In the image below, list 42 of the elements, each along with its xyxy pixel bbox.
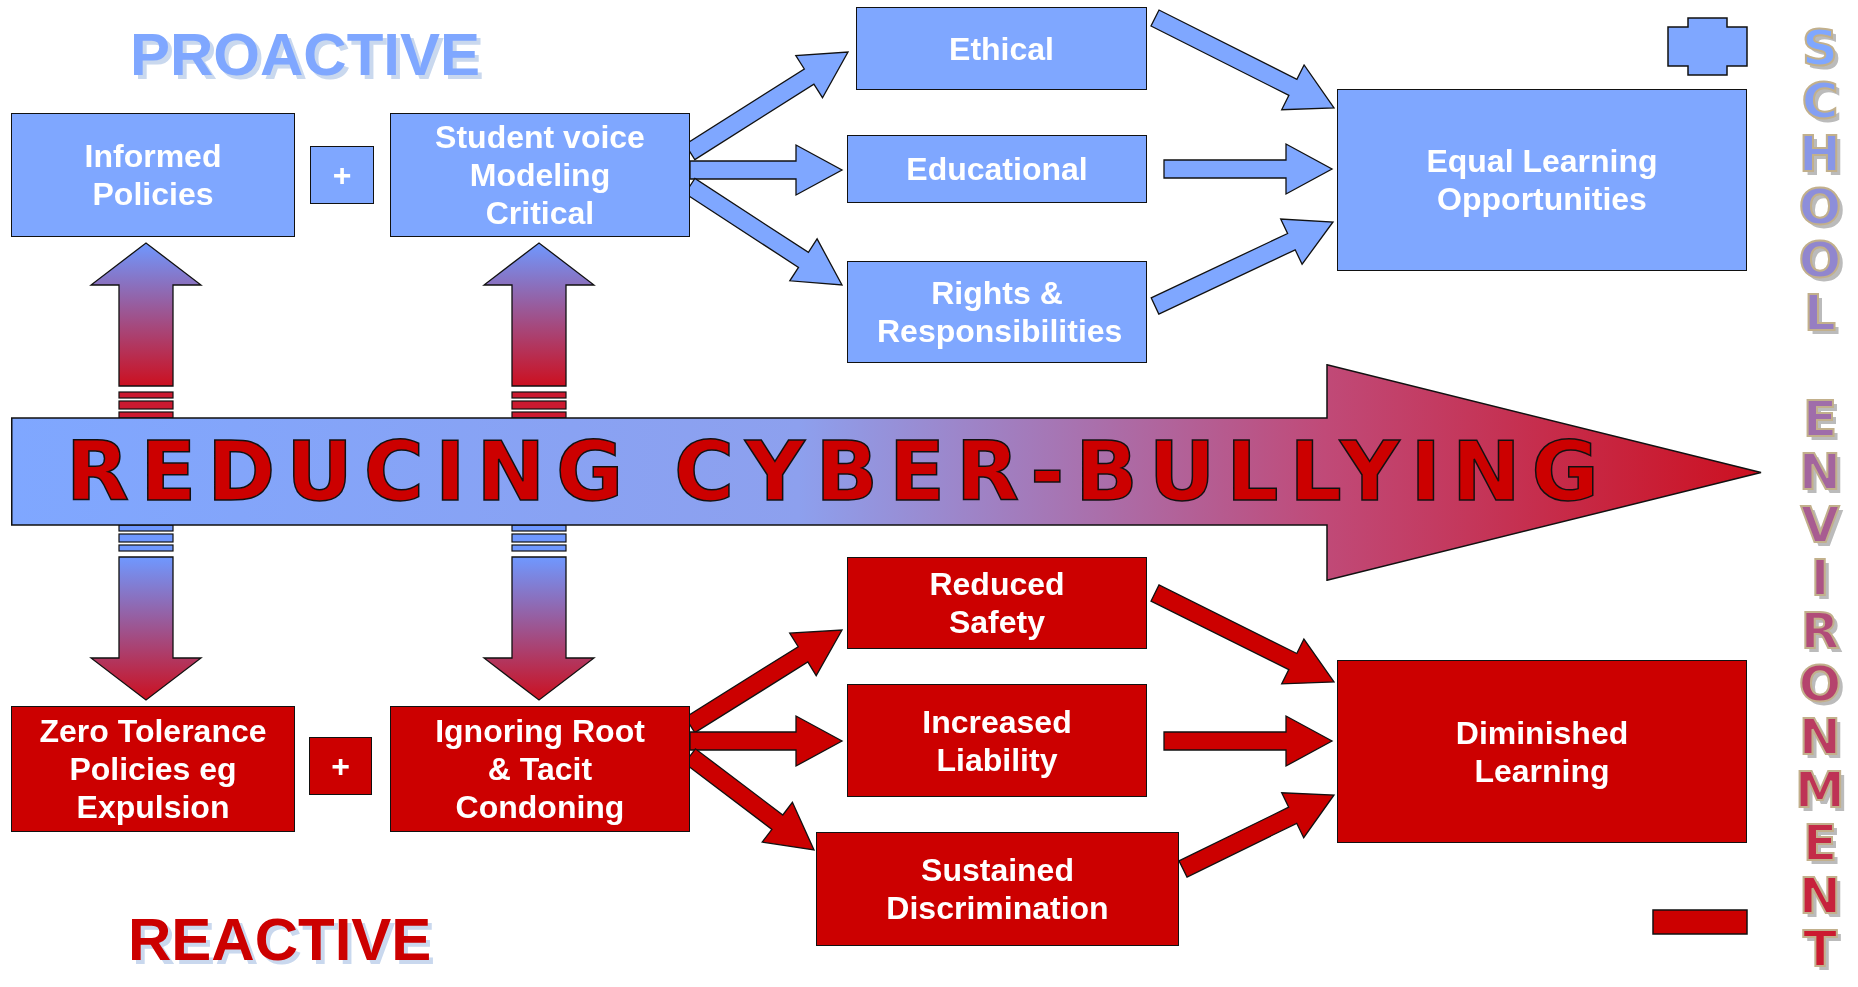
node-label: Diminished Learning bbox=[1454, 713, 1630, 790]
process-box bbox=[847, 261, 1147, 363]
block-arrow bbox=[1163, 714, 1334, 768]
process-box bbox=[847, 557, 1147, 649]
block-arrow bbox=[482, 242, 596, 387]
block-arrow bbox=[89, 242, 203, 387]
heading: PROACTIVE bbox=[130, 25, 481, 85]
node-label: Ethical bbox=[949, 29, 1054, 68]
node-label: Student voice Modeling Critical bbox=[434, 118, 646, 232]
block-arrow bbox=[1163, 142, 1334, 196]
node-label: Increased Liability bbox=[921, 702, 1073, 779]
vertical-title: SCHOOL ENVIRONMENT bbox=[1794, 22, 1846, 976]
process-box bbox=[1337, 660, 1747, 843]
process-box bbox=[390, 706, 690, 832]
block-arrow bbox=[689, 714, 844, 768]
node-label: Reduced Safety bbox=[928, 565, 1066, 641]
block-arrow bbox=[689, 143, 844, 197]
operator-box bbox=[309, 737, 372, 795]
node-label: Equal Learning Opportunities bbox=[1425, 142, 1659, 218]
heading: REACTIVE bbox=[128, 910, 432, 970]
node-label: Zero Tolerance Policies eg Expulsion bbox=[38, 712, 268, 826]
process-box bbox=[847, 135, 1147, 203]
node-label: + bbox=[331, 747, 350, 785]
operator-box bbox=[310, 146, 374, 204]
process-box bbox=[847, 684, 1147, 797]
block-arrow bbox=[482, 556, 596, 701]
block-arrow bbox=[1150, 584, 1336, 685]
node-label: Educational bbox=[906, 150, 1088, 188]
node-label: Ignoring Root & Tacit Condoning bbox=[434, 712, 646, 826]
node-label: Informed Policies bbox=[83, 137, 223, 213]
node-label: + bbox=[332, 156, 352, 194]
process-box bbox=[11, 706, 295, 832]
block-arrow bbox=[89, 556, 203, 701]
node-label: Sustained Discrimination bbox=[885, 851, 1110, 927]
process-box bbox=[1337, 89, 1747, 271]
block-arrow bbox=[1150, 9, 1336, 111]
block-arrow bbox=[1150, 218, 1335, 315]
block-arrow bbox=[1178, 792, 1336, 878]
process-box bbox=[390, 113, 690, 237]
process-box bbox=[816, 832, 1179, 946]
process-box bbox=[856, 7, 1147, 90]
process-box bbox=[11, 113, 295, 237]
